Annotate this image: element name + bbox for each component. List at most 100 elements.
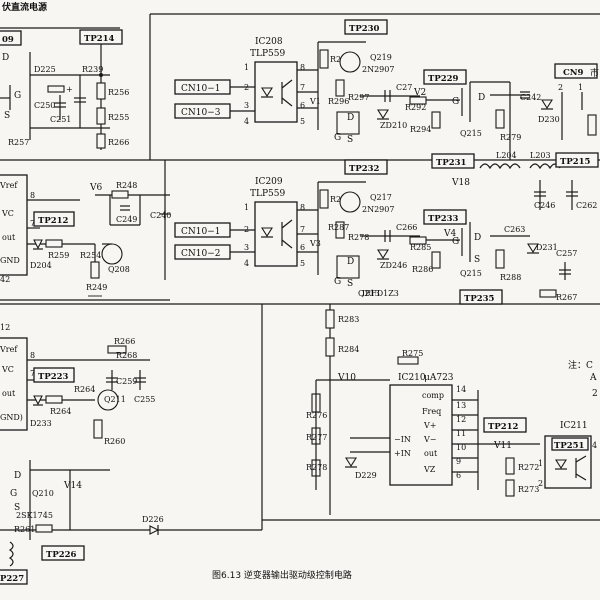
s-label-5: S [474, 255, 480, 265]
q210-stage: D G S Q210 2SK1745 V14 R261 TP226 P227 D… [0, 460, 164, 585]
svg-text:−IN: −IN [394, 435, 411, 444]
tp235-label: TP235 [464, 294, 495, 304]
svg-text:14: 14 [456, 385, 466, 394]
reg2-gnd: GND) [0, 413, 23, 422]
ic210-body [389, 384, 453, 486]
svg-text:4: 4 [244, 117, 249, 126]
svg-text:8: 8 [300, 63, 305, 72]
reg1-vc: VC [1, 209, 14, 218]
reg1-pin8: 8 [30, 191, 35, 200]
svg-text:CN10−1: CN10−1 [181, 84, 220, 94]
q215b-label: Q215 [460, 269, 482, 278]
q219-label: Q219 [370, 53, 392, 62]
cn9-connector: CN9 2 1 市 [554, 63, 599, 140]
tp212b-label: TP212 [488, 422, 519, 432]
tp231-label: TP231 [436, 158, 467, 168]
r248-label: R248 [116, 181, 137, 190]
tp214-label: TP214 [84, 34, 115, 44]
reg1-pin7: 7 [30, 219, 35, 228]
ic208-block: IC208 TLP559 1 2 3 4 8 7 6 5 V1 [244, 37, 321, 126]
svg-text:7: 7 [300, 83, 305, 92]
d-label-5: D [474, 233, 481, 243]
r267-label: R267 [556, 293, 577, 302]
cn9-label: CN9 [563, 68, 584, 78]
c240-label: C240 [150, 211, 171, 220]
tp233-label: TP233 [428, 214, 459, 224]
q210-part: 2SK1745 [16, 511, 53, 520]
g-label-1: G [14, 91, 21, 101]
q208-label: Q208 [108, 265, 130, 274]
svg-text:3: 3 [244, 243, 249, 252]
upper-driver: TP230 R292 Q219 2N2907 R296 R297 C27 ZD2… [317, 19, 420, 145]
svg-text:out: out [424, 449, 438, 458]
svg-text:8: 8 [30, 351, 35, 360]
c262-label: C262 [576, 201, 597, 210]
tp229-label: TP229 [428, 74, 459, 84]
svg-text:6: 6 [300, 243, 305, 252]
s-label-3: S [347, 135, 353, 145]
r276-label: R276 [306, 411, 327, 420]
svg-text:8: 8 [300, 203, 305, 212]
v4-label: V4 [443, 229, 456, 239]
frag-shi: 市 [590, 67, 599, 79]
lower-output: TP233 V4 R285 R286 G D S Q215 R288 C263 … [362, 209, 577, 305]
q210-label: Q210 [32, 489, 54, 498]
q213-label: Q213 [358, 289, 380, 298]
q211-label: Q211 [104, 395, 126, 404]
tp251-label: TP251 [554, 441, 585, 451]
ic209-block: IC209 TLP559 1 2 3 4 8 7 6 5 V3 [244, 177, 321, 268]
svg-text:3: 3 [244, 101, 249, 110]
d-label-4: D [347, 257, 354, 267]
ic209-part: TLP559 [250, 189, 285, 199]
r278b-label: R278 [306, 463, 327, 472]
l204-label: L204 [496, 151, 517, 160]
svg-text:1: 1 [244, 63, 249, 72]
ic210-part: μA723 [424, 373, 454, 383]
r277-label: R277 [306, 433, 327, 442]
upper-output: TP229 V2 R292 R294 G D Q215 R279 C242 D2… [405, 69, 560, 160]
d-label-6: D [14, 471, 21, 481]
svg-text:9: 9 [456, 457, 461, 466]
r239-label: R239 [82, 65, 103, 74]
v14-label: V14 [63, 481, 82, 491]
tp230-label: TP230 [349, 24, 380, 34]
reg2-vref: Vref [0, 345, 18, 354]
tp209-label: 09 [2, 35, 14, 45]
v6-label: V6 [89, 183, 102, 193]
figure-caption: 图6.13 逆变器输出驱动级控制电路 [212, 569, 352, 581]
frag-a: A [589, 373, 597, 383]
v3-label: V3 [309, 239, 321, 248]
r256-label: R256 [108, 88, 129, 97]
note-label: 注：C [568, 359, 593, 371]
svg-text:1: 1 [538, 459, 543, 468]
svg-text:4: 4 [244, 259, 249, 268]
svg-text:12: 12 [456, 415, 466, 424]
r286-label: R286 [412, 265, 433, 274]
q215-label: Q215 [460, 129, 482, 138]
r264-label: R264 [50, 407, 71, 416]
r266-label: R266 [108, 138, 129, 147]
tp227-label: P227 [0, 574, 24, 584]
g-label-4: G [334, 277, 341, 287]
c27-label: C27 [396, 83, 412, 92]
svg-text:+IN: +IN [394, 449, 411, 458]
r283-label: R283 [338, 315, 359, 324]
lower-driver: TP232 R298 Q217 2N2907 R287 R278 C266 ZD… [317, 159, 420, 298]
ic209-body [254, 201, 298, 267]
c263-label: C263 [504, 225, 525, 234]
r279-label: R279 [500, 133, 521, 142]
c249-label: C249 [116, 215, 137, 224]
svg-text:2: 2 [558, 83, 563, 92]
r294-label: R294 [410, 125, 431, 134]
s-label-6: S [14, 503, 20, 513]
reg2-out: out [2, 389, 16, 398]
r296-label: R296 [328, 97, 349, 106]
q219-part: 2N2907 [362, 65, 394, 74]
r257-label: R257 [8, 138, 29, 147]
svg-text:6: 6 [456, 471, 461, 480]
regulator-1: Vref VC out GND 42 8 7 TP212 D204 R259 R… [0, 174, 101, 284]
zd210-label: ZD210 [380, 121, 407, 130]
svg-text:1: 1 [578, 83, 583, 92]
cn10-upper: CN10−1 CN10−3 [174, 79, 255, 119]
